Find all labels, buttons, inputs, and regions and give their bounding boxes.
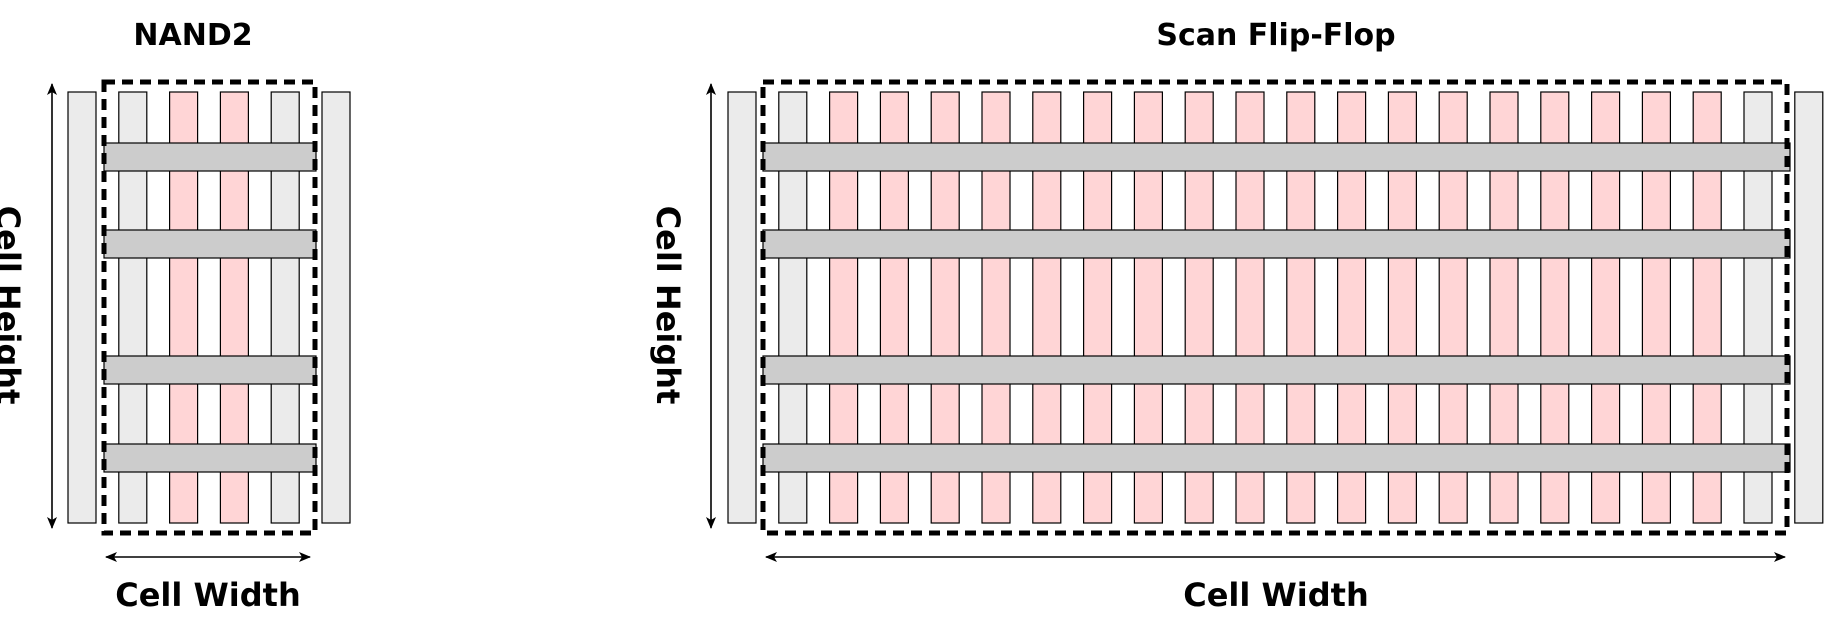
sff-rail-0 — [762, 142, 1791, 172]
sff-rail-2 — [762, 355, 1791, 385]
sff-title: Scan Flip-Flop — [1156, 18, 1395, 53]
nand2-cell-boundary — [101, 79, 318, 536]
scan-flip-flop-cell: Scan Flip-Flop Cell Height Cell Width — [649, 18, 1824, 614]
sff-height-label: Cell Height — [649, 206, 687, 405]
sff-dummy-gate-0 — [727, 91, 757, 524]
sff-width-label: Cell Width — [1183, 576, 1369, 614]
nand2-height-label: Cell Height — [0, 206, 27, 405]
sff-rail-3 — [762, 443, 1791, 473]
nand2-dummy-gate-5 — [321, 91, 351, 524]
nand2-rail-3 — [103, 443, 317, 473]
sff-cell-boundary — [760, 79, 1790, 536]
sff-rail-1 — [762, 229, 1791, 259]
nand2-dummy-gate-0 — [67, 91, 97, 524]
nand2-rail-2 — [103, 355, 317, 385]
nand2-width-label: Cell Width — [115, 576, 301, 614]
sff-rails — [762, 142, 1791, 473]
sff-dummy-gate-21 — [1794, 91, 1824, 524]
nand2-rail-0 — [103, 142, 317, 172]
nand2-cell: NAND2 Cell Height Cell Width — [0, 18, 351, 614]
nand2-rail-1 — [103, 229, 317, 259]
nand2-title: NAND2 — [133, 18, 252, 53]
